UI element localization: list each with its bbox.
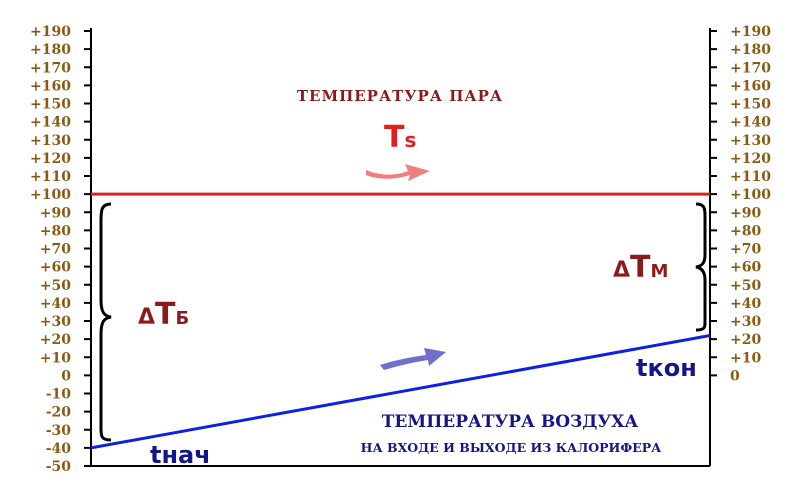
left-tick-label: +130: [30, 133, 71, 149]
left-tick-label: +100: [30, 187, 71, 203]
right-tick-label: +120: [730, 151, 771, 167]
left-tick-label: +40: [40, 296, 71, 312]
right-tick-label: +160: [730, 78, 771, 94]
left-tick-label: +20: [40, 332, 71, 348]
steam-symbol: Ts: [384, 120, 416, 155]
air-temperature-line: [90, 334, 711, 450]
steam-symbol-main: T: [384, 120, 405, 155]
steam-title: ТЕМПЕРАТУРА ПАРА: [297, 87, 503, 105]
left-tick-label: +10: [40, 350, 71, 366]
delta-large-main: T: [155, 297, 176, 332]
left-temperature-scale: +190+180+170+160+150+140+130+120+110+100…: [30, 24, 91, 475]
right-tick-label: +180: [730, 42, 771, 58]
right-tick-label: +20: [730, 332, 761, 348]
right-tick-label: +30: [730, 314, 761, 330]
right-tick-label: +130: [730, 133, 771, 149]
right-tick-label: +80: [730, 223, 761, 239]
delta-small-label: ΔTМ: [613, 250, 668, 285]
left-tick-label: +180: [30, 42, 71, 58]
left-tick-label: +30: [40, 314, 71, 330]
left-tick-label: +150: [30, 97, 71, 113]
right-temperature-scale: +190+180+170+160+150+140+130+120+110+100…: [710, 24, 771, 384]
steam-flow-arrow: [366, 164, 430, 181]
right-tick-label: 0: [730, 368, 740, 384]
left-tick-label: -10: [46, 387, 72, 403]
right-tick-label: +190: [730, 24, 771, 40]
delta-small-brace: [695, 202, 707, 332]
left-tick-label: +60: [40, 260, 71, 276]
steam-symbol-sub: s: [404, 128, 416, 152]
delta-small-symbol: Δ: [613, 258, 630, 283]
left-tick-label: -20: [46, 405, 72, 421]
left-tick-label: 0: [61, 368, 71, 384]
left-tick-label: +90: [40, 205, 71, 221]
air-title: ТЕМПЕРАТУРА ВОЗДУХА: [382, 412, 639, 432]
delta-large-symbol: Δ: [138, 305, 155, 330]
air-subtitle: НА ВХОДЕ И ВЫХОДЕ ИЗ КАЛОРИФЕРА: [361, 440, 662, 455]
left-tick-label: +120: [30, 151, 71, 167]
air-start-label: tнач: [150, 441, 211, 469]
right-tick-label: +50: [730, 278, 761, 294]
left-tick-label: +110: [30, 169, 71, 185]
right-tick-label: +10: [730, 350, 761, 366]
left-tick-label: +70: [40, 242, 71, 258]
delta-large-label: ΔTБ: [138, 297, 189, 332]
delta-small-sub: М: [651, 261, 669, 282]
left-tick-label: +170: [30, 60, 71, 76]
left-tick-label: -30: [46, 423, 72, 439]
right-tick-label: +60: [730, 260, 761, 276]
left-tick-label: -50: [46, 459, 72, 475]
left-tick-label: +80: [40, 223, 71, 239]
left-tick-label: +160: [30, 78, 71, 94]
right-tick-label: +170: [730, 60, 771, 76]
delta-large-sub: Б: [176, 308, 190, 329]
delta-small-main: T: [630, 250, 651, 285]
right-tick-label: +90: [730, 205, 761, 221]
air-flow-arrow: [380, 348, 446, 370]
left-tick-label: +140: [30, 115, 71, 131]
left-tick-label: +50: [40, 278, 71, 294]
right-tick-label: +140: [730, 115, 771, 131]
right-tick-label: +40: [730, 296, 761, 312]
left-tick-label: +190: [30, 24, 71, 40]
left-tick-label: -40: [46, 441, 72, 457]
right-tick-label: +100: [730, 187, 771, 203]
right-tick-label: +150: [730, 97, 771, 113]
delta-large-brace: [99, 202, 112, 442]
air-end-label: tкон: [636, 354, 697, 382]
right-tick-label: +110: [730, 169, 771, 185]
right-tick-label: +70: [730, 242, 761, 258]
